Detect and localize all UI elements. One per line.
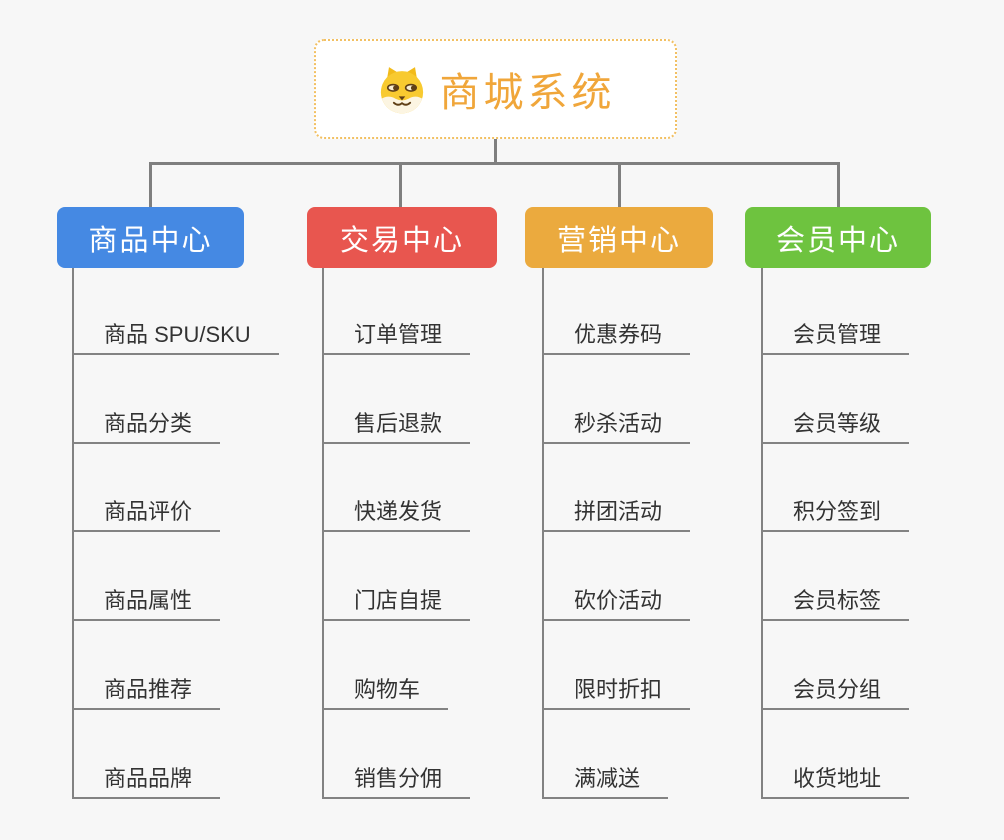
leaf-label: 会员管理 [793,322,882,347]
leaf-label: 商品推荐 [104,677,193,702]
leaf-label: 商品评价 [104,499,193,524]
branch-trunk-line [542,268,544,799]
leaf-node[interactable]: 会员管理 [761,321,910,355]
leaf-node[interactable]: 购物车 [322,676,449,710]
leaf-label: 积分签到 [793,499,882,524]
leaf-node[interactable]: 商品 SPU/SKU [72,321,279,355]
leaf-node[interactable]: 商品评价 [72,498,221,532]
connector-drop-member [837,162,840,208]
leaf-node[interactable]: 积分签到 [761,498,910,532]
leaf-label: 会员分组 [793,677,882,702]
leaf-label: 购物车 [354,677,421,702]
leaf-node[interactable]: 砍价活动 [542,587,691,621]
branch-label: 营销中心 [556,224,681,257]
leaf-node[interactable]: 商品品牌 [72,765,221,799]
connector-drop-marketing [618,162,621,208]
leaf-label: 拼团活动 [574,499,663,524]
branch-label: 商品中心 [88,224,213,257]
connector-bus [149,162,840,165]
leaf-label: 商品品牌 [104,766,193,791]
leaf-label: 收货地址 [793,766,882,791]
branch-label: 会员中心 [775,224,900,257]
leaf-label: 会员标签 [793,588,882,613]
connector-drop-trade [399,162,402,208]
leaf-node[interactable]: 售后退款 [322,410,471,444]
leaf-label: 秒杀活动 [574,411,663,436]
leaf-label: 商品分类 [104,411,193,436]
leaf-node[interactable]: 限时折扣 [542,676,691,710]
leaf-node[interactable]: 订单管理 [322,321,471,355]
leaf-node[interactable]: 会员标签 [761,587,910,621]
branch-node-product-center[interactable]: 商品中心 [57,207,244,268]
leaf-node[interactable]: 收货地址 [761,765,910,799]
root-node[interactable]: 商城系统 [314,39,677,139]
connector-root-stem [494,137,497,164]
leaf-node[interactable]: 满减送 [542,765,669,799]
branch-label: 交易中心 [339,224,464,257]
leaf-node[interactable]: 门店自提 [322,587,471,621]
leaf-label: 售后退款 [354,411,443,436]
branch-node-member-center[interactable]: 会员中心 [745,207,931,268]
leaf-label: 快递发货 [354,499,443,524]
leaf-label: 优惠券码 [574,322,663,347]
doge-icon [376,63,428,115]
leaf-node[interactable]: 会员分组 [761,676,910,710]
leaf-label: 门店自提 [354,588,443,613]
leaf-label: 限时折扣 [574,677,663,702]
leaf-label: 商品 SPU/SKU [104,322,251,347]
leaf-label: 会员等级 [793,411,882,436]
branch-node-marketing-center[interactable]: 营销中心 [525,207,713,268]
leaf-label: 满减送 [574,766,641,791]
leaf-label: 销售分佣 [354,766,443,791]
leaf-node[interactable]: 商品推荐 [72,676,221,710]
leaf-node[interactable]: 秒杀活动 [542,410,691,444]
leaf-node[interactable]: 商品属性 [72,587,221,621]
root-title: 商城系统 [439,71,616,115]
leaf-node[interactable]: 商品分类 [72,410,221,444]
leaf-node[interactable]: 优惠券码 [542,321,691,355]
branch-trunk-line [761,268,763,799]
leaf-label: 订单管理 [354,322,443,347]
branch-trunk-line [322,268,324,799]
leaf-label: 砍价活动 [574,588,663,613]
leaf-node[interactable]: 拼团活动 [542,498,691,532]
leaf-node[interactable]: 销售分佣 [322,765,471,799]
connector-drop-product [149,162,152,208]
branch-node-trade-center[interactable]: 交易中心 [307,207,497,268]
leaf-node[interactable]: 快递发货 [322,498,471,532]
branch-trunk-line [72,268,74,799]
leaf-node[interactable]: 会员等级 [761,410,910,444]
leaf-label: 商品属性 [104,588,193,613]
